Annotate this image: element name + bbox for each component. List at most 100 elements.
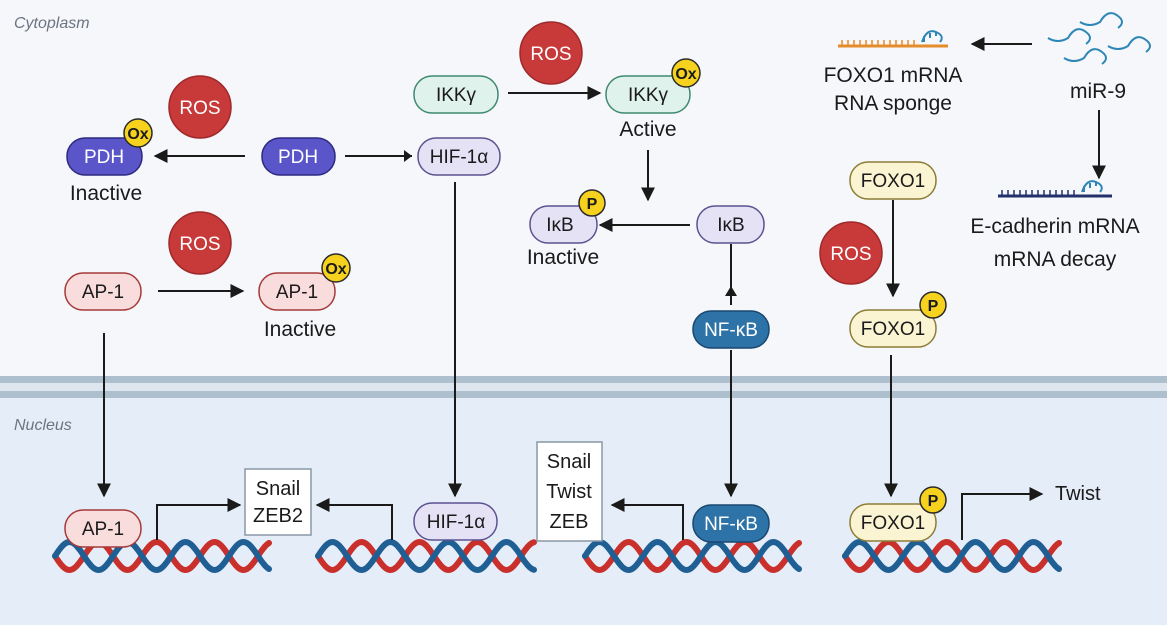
ros-pdh: ROS	[168, 75, 232, 139]
p-badge-label: P	[587, 196, 598, 213]
ox-badge-circle	[671, 58, 701, 88]
mrna-ticks	[1001, 190, 1075, 196]
foxo1-label: FOXO1	[861, 513, 925, 534]
mir9-hairpin	[1063, 48, 1107, 65]
p-badge-ikb: P	[578, 189, 606, 217]
nucleus-label: Nucleus	[14, 417, 72, 434]
p-badge-label: P	[928, 493, 939, 510]
ap1-pill	[64, 509, 142, 548]
ikb-pill	[529, 205, 598, 244]
hif1a-nucleus: HIF-1α	[413, 502, 498, 541]
gene-box	[536, 441, 603, 542]
ap1-label: AP-1	[82, 282, 124, 303]
ros-circle	[168, 75, 232, 139]
gene-twist-foxo1: Twist	[1055, 483, 1101, 505]
pdh-inactive-caption: Inactive	[70, 182, 142, 205]
dna-helix	[842, 538, 1062, 574]
ikb-label: IκB	[546, 215, 573, 236]
mir9-hairpin	[1047, 28, 1091, 45]
ap1-pill	[64, 272, 142, 311]
ikkg-active-caption: Active	[619, 118, 676, 141]
hif1a-pill	[417, 137, 501, 176]
ros-ikkg: ROS	[519, 21, 583, 85]
dna-strand-red	[315, 538, 537, 574]
ros-circle	[519, 21, 583, 85]
ikkg-pill	[605, 75, 691, 114]
ikb: IκB	[696, 205, 765, 244]
ikb-label: IκB	[717, 215, 744, 236]
ox-badge-label: Ox	[325, 261, 346, 278]
dna-strand-blue	[582, 538, 802, 574]
ap1-pill	[258, 272, 336, 311]
ecadherin-mrna-caption: E-cadherin mRNA	[970, 215, 1139, 238]
foxo1-cytoplasm: FOXO1	[849, 161, 937, 200]
pdh-pill	[261, 137, 336, 176]
p-badge-circle	[578, 189, 606, 217]
ox-badge-label: Ox	[127, 126, 148, 143]
ox-badge-circle	[321, 253, 351, 283]
gene-box-snail-twist-zeb: Snail Twist ZEB	[536, 441, 603, 542]
gene-twist: Twist	[546, 481, 592, 503]
rna-sponge-caption: RNA sponge	[834, 92, 952, 115]
ox-badge-ikkg: Ox	[671, 58, 701, 88]
ros-label: ROS	[179, 234, 220, 255]
ox-badge-label: Ox	[675, 66, 696, 83]
tss-arrow-foxo1	[961, 487, 1044, 540]
cytoplasm-label: Cytoplasm	[14, 15, 90, 32]
hif1a-pill	[413, 502, 498, 541]
pdh-label: PDH	[278, 147, 318, 168]
inhibit-hif-pdh-head	[404, 150, 412, 162]
foxo1-pill	[849, 503, 937, 542]
dna-strand-blue	[52, 538, 272, 574]
ox-badge-circle	[123, 118, 153, 148]
nuclear-membrane-inner	[0, 391, 1167, 398]
nfkb-label: NF-κB	[704, 514, 758, 535]
ap1-label: AP-1	[82, 519, 124, 540]
gene-box-snail-zeb2: Snail ZEB2	[244, 468, 312, 536]
foxo1-pill	[849, 309, 937, 348]
ikb-pill	[696, 205, 765, 244]
nuclear-membrane-outer	[0, 376, 1167, 383]
ap1-inactive: AP-1	[258, 272, 336, 311]
dna-helix	[315, 538, 537, 574]
gene-box	[244, 468, 312, 536]
nfkb-cytoplasm: NF-κB	[692, 310, 770, 349]
hif1a-label: HIF-1α	[430, 147, 489, 168]
foxo1-pill	[849, 161, 937, 200]
gene-snail: Snail	[256, 478, 300, 500]
p-badge-circle	[919, 486, 947, 514]
ros-label: ROS	[830, 244, 871, 265]
nfkb-label: NF-κB	[704, 320, 758, 341]
gene-zeb: ZEB	[550, 511, 589, 533]
tss-arrow-nfkb	[610, 498, 684, 540]
mir9-hairpin	[1107, 36, 1151, 53]
gene-zeb2: ZEB2	[253, 505, 303, 527]
ikkg: IKKγ	[413, 75, 499, 114]
ox-badge-ap1: Ox	[321, 253, 351, 283]
foxo1-nucleus: FOXO1	[849, 503, 937, 542]
membrane-gap	[0, 383, 1167, 391]
dna-strand-blue	[315, 538, 537, 574]
inhibit-nfkb-ikb-head	[725, 286, 737, 296]
ros-label: ROS	[179, 98, 220, 119]
ap1-cytoplasm: AP-1	[64, 272, 142, 311]
p-badge-circle	[919, 291, 947, 319]
ikkg-label: IKKγ	[628, 85, 669, 106]
dna-strand-blue	[842, 538, 1062, 574]
pdh-inactive: PDH	[66, 137, 143, 176]
hif1a-cytoplasm: HIF-1α	[417, 137, 501, 176]
dna-helix	[582, 538, 802, 574]
ikkg-pill	[413, 75, 499, 114]
foxo1-label: FOXO1	[861, 171, 925, 192]
foxo1-mrna-caption: FOXO1 mRNA	[824, 64, 963, 87]
ikb-phospho: IκB	[529, 205, 598, 244]
ap1-label: AP-1	[276, 282, 318, 303]
ros-circle	[819, 221, 883, 285]
mir9-hairpin	[1079, 12, 1123, 29]
foxo1-label: FOXO1	[861, 319, 925, 340]
ikb-inactive-caption: Inactive	[527, 246, 599, 269]
tss-arrow-hif	[315, 498, 393, 540]
tss-arrow-ap1	[156, 498, 242, 540]
pdh-label: PDH	[84, 147, 124, 168]
